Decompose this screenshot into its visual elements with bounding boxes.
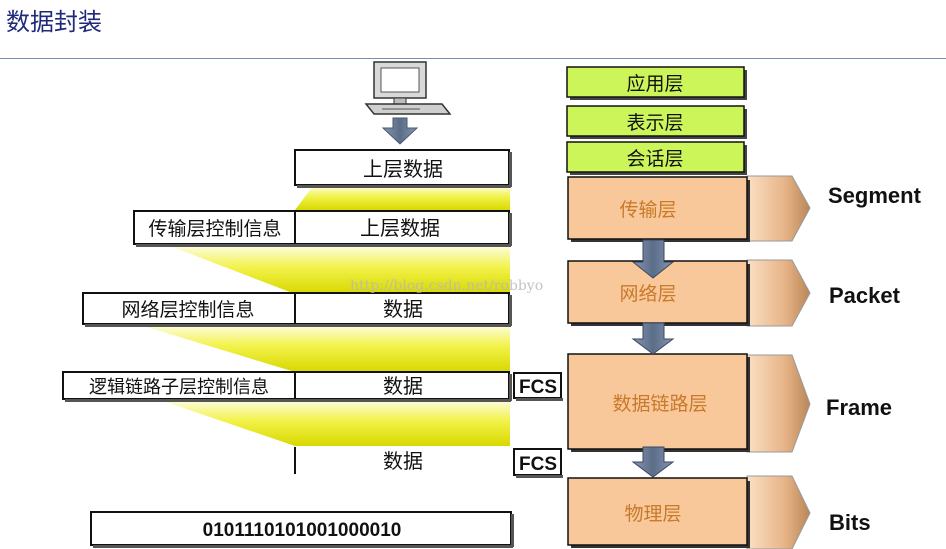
funnel-4 bbox=[160, 400, 510, 446]
upper-data-box bbox=[294, 149, 510, 186]
packet-data-label: 数据 bbox=[383, 297, 423, 321]
layer-presentation-label: 表示层 bbox=[626, 112, 683, 134]
fcs-box-2 bbox=[513, 448, 562, 476]
layer-physical-label: 物理层 bbox=[624, 503, 681, 525]
segment-data-label: 上层数据 bbox=[360, 216, 440, 240]
pdu-segment-label: Segment bbox=[828, 183, 922, 208]
page-title: 数据封装 bbox=[6, 8, 102, 36]
pdu-packet-label: Packet bbox=[829, 283, 901, 308]
llc-header-label: 逻辑链路子层控制信息 bbox=[89, 377, 269, 398]
fcs-label-1: FCS bbox=[519, 377, 557, 398]
down-arrow-icon bbox=[381, 117, 419, 145]
segment-chevron bbox=[746, 175, 811, 242]
title-divider bbox=[0, 58, 946, 59]
layer-transport: 传输层 bbox=[567, 176, 750, 242]
funnel-2 bbox=[170, 246, 510, 294]
layer-datalink: 数据链路层 bbox=[567, 353, 750, 452]
down-arrow-icon bbox=[631, 239, 675, 279]
frame-chevron bbox=[746, 354, 811, 453]
transport-header-label: 传输层控制信息 bbox=[148, 218, 281, 240]
funnel-1 bbox=[295, 186, 510, 210]
pdu-frame-label: Frame bbox=[826, 395, 892, 420]
down-arrow-icon bbox=[631, 446, 675, 478]
layer-presentation: 表示层 bbox=[566, 105, 747, 139]
network-header-label: 网络层控制信息 bbox=[121, 299, 254, 321]
layer-application: 应用层 bbox=[566, 66, 747, 100]
fcs-box-1 bbox=[513, 372, 562, 399]
funnel-3 bbox=[140, 325, 510, 372]
layer-datalink-label: 数据链路层 bbox=[612, 393, 707, 415]
pdu-bits-label: Bits bbox=[829, 510, 871, 535]
layer-physical: 物理层 bbox=[567, 477, 750, 548]
layer-application-label: 应用层 bbox=[626, 73, 683, 95]
layer-session: 会话层 bbox=[566, 141, 747, 175]
fcs-label-2: FCS bbox=[519, 454, 557, 475]
down-arrow-icon bbox=[631, 322, 675, 355]
network-header-box bbox=[82, 292, 296, 325]
frame-data-label: 数据 bbox=[383, 374, 423, 398]
upper-data-label: 上层数据 bbox=[363, 157, 443, 181]
layer-network-label: 网络层 bbox=[619, 283, 676, 305]
bits-chevron bbox=[746, 475, 811, 549]
packet-chevron bbox=[746, 259, 811, 327]
layer-session-label: 会话层 bbox=[626, 148, 683, 170]
row5-data-label: 数据 bbox=[383, 449, 423, 473]
bits-value: 0101110101001000010 bbox=[203, 520, 402, 541]
computer-icon bbox=[364, 61, 452, 115]
watermark: http://blog.csdn.net/robbyo bbox=[350, 278, 543, 294]
layer-transport-label: 传输层 bbox=[619, 199, 676, 221]
